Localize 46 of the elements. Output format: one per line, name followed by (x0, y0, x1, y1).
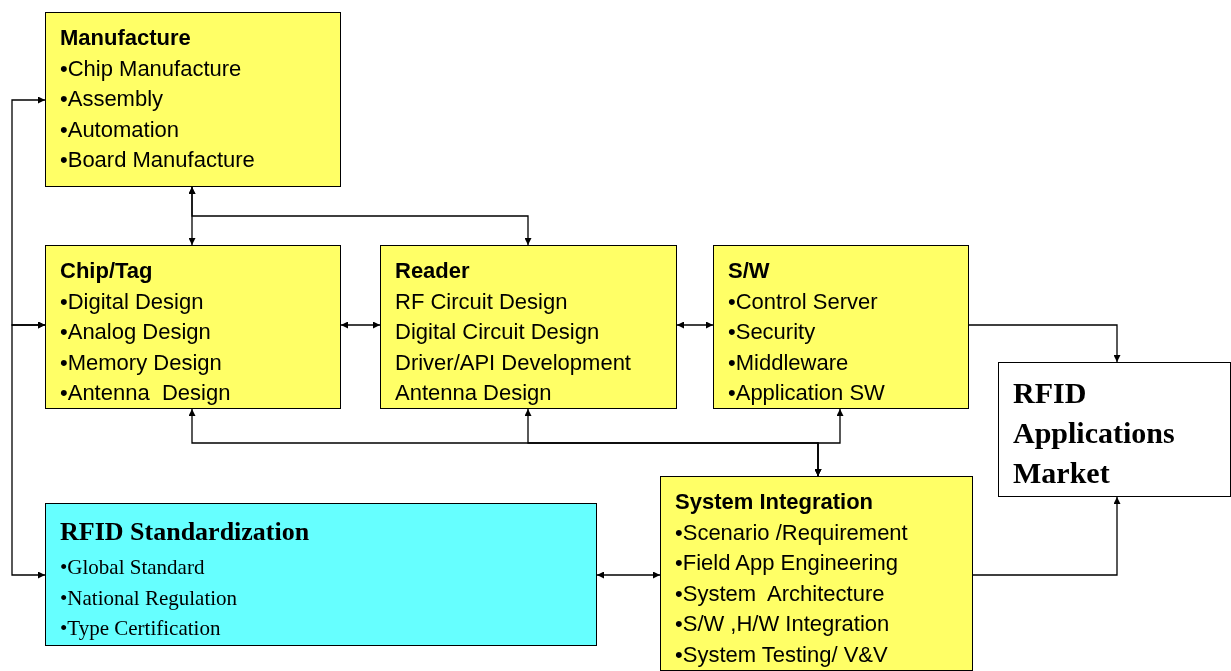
arrow (676, 321, 714, 329)
list-item: RF Circuit Design (395, 287, 569, 316)
list-item: •Security (728, 318, 817, 346)
list-item: •Memory Design (60, 348, 223, 377)
list-item: •Assembly (60, 85, 165, 113)
arrow (972, 496, 1121, 576)
list-item: •Chip Manufacture (60, 54, 243, 83)
list-item: •Digital Design (60, 287, 205, 316)
box-heading: RFID Standardization (60, 516, 311, 548)
box-heading: S/W (728, 257, 771, 285)
arrow (596, 571, 661, 579)
box-title: RFID Applications Market (1013, 375, 1176, 491)
box-heading: Reader (395, 257, 471, 285)
box-heading: System Integration (675, 488, 875, 516)
list-item: •Antenna Design (60, 379, 232, 407)
topic-box (660, 476, 973, 671)
list-item: •Control Server (728, 287, 879, 316)
list-item: •National Regulation (60, 584, 239, 612)
list-item: Digital Circuit Design (395, 318, 601, 346)
topic-box (45, 12, 341, 187)
list-item: •Automation (60, 115, 180, 144)
box-heading: Manufacture (60, 24, 192, 52)
market-box (998, 362, 1231, 497)
list-item: •System Testing/ V&V (675, 640, 889, 669)
list-item: •Middleware (728, 348, 850, 377)
arrow (814, 408, 844, 477)
list-item: •Scenario /Requirement (675, 518, 909, 547)
list-item: Antenna Design (395, 379, 553, 407)
box-heading: Chip/Tag (60, 257, 154, 285)
list-item: •S/W ,H/W Integration (675, 610, 891, 638)
topic-box (713, 245, 969, 409)
list-item: •Board Manufacture (60, 146, 256, 174)
list-item: •Analog Design (60, 318, 212, 346)
list-item: •Type Certification (60, 615, 222, 642)
list-item: Driver/API Development (395, 348, 632, 377)
arrow (11, 321, 46, 579)
topic-box (45, 245, 341, 409)
list-item: •Field App Engineering (675, 549, 899, 577)
list-item: •Application SW (728, 379, 886, 407)
topic-box (45, 503, 597, 646)
topic-box (380, 245, 677, 409)
arrow (188, 186, 532, 246)
arrow (968, 324, 1121, 363)
arrow (340, 321, 381, 329)
list-item: •System Architecture (675, 579, 886, 608)
list-item: •Global Standard (60, 554, 206, 581)
